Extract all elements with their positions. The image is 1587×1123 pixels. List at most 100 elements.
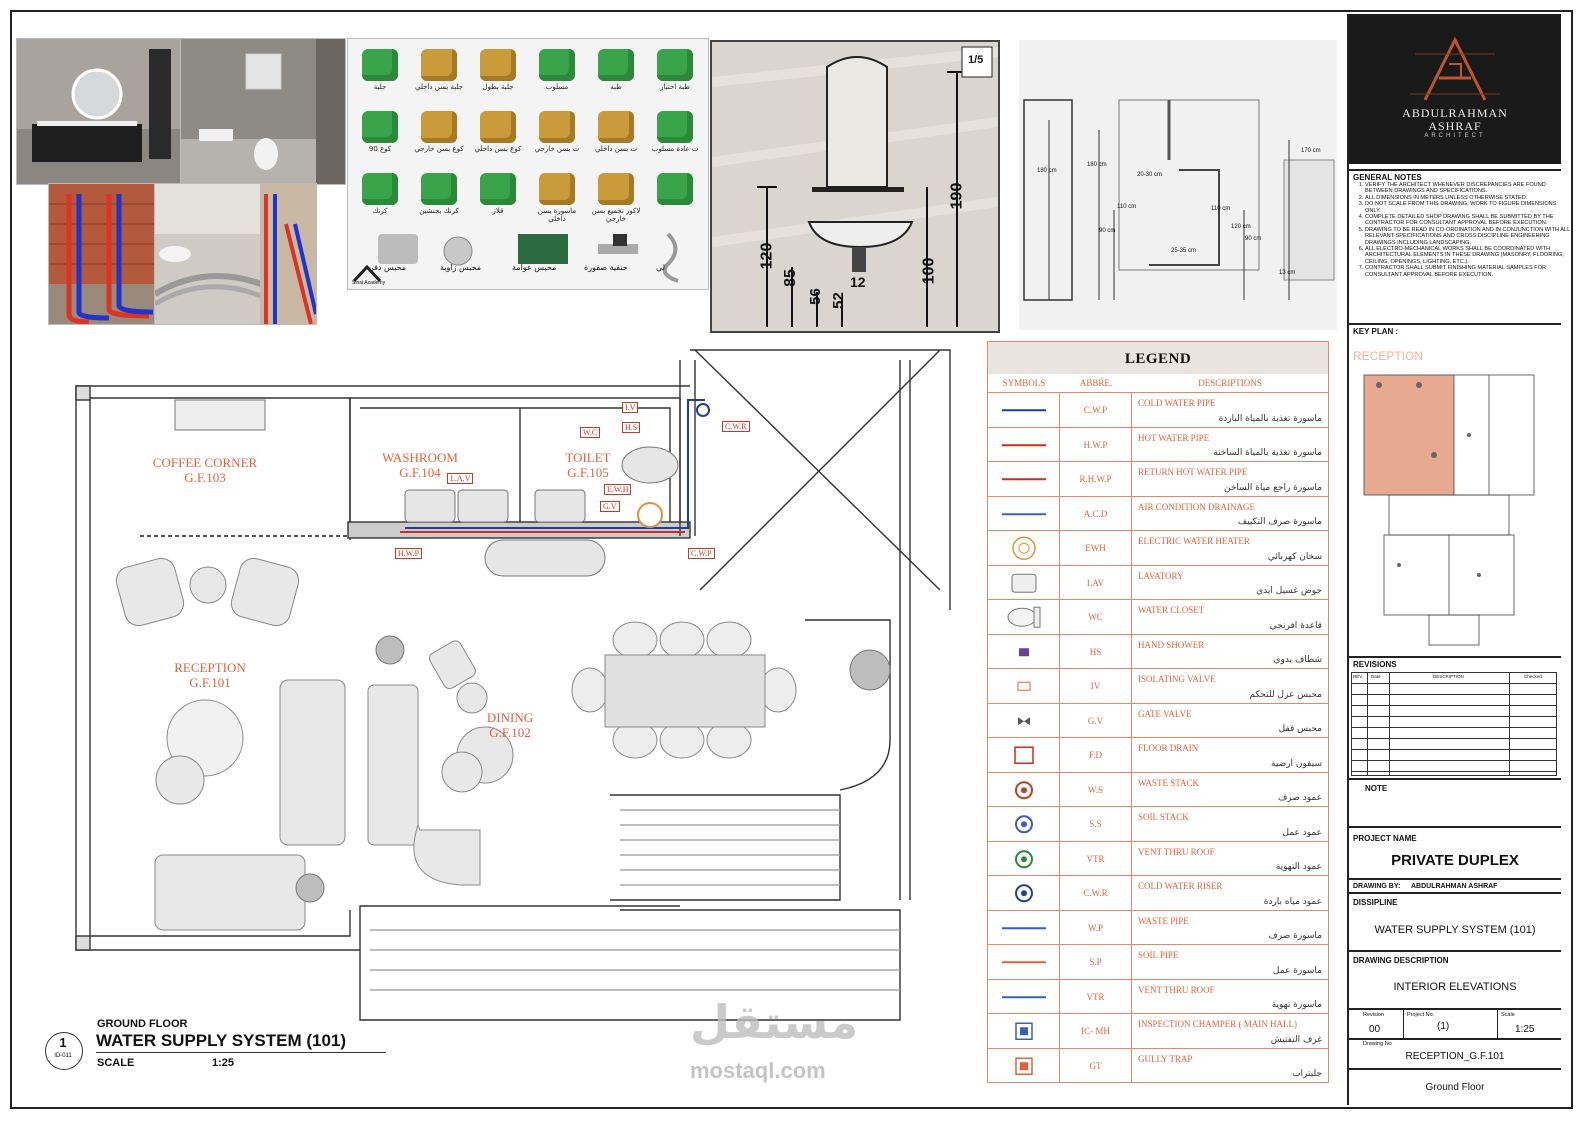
legend-desc-en: GULLY TRAP [1138, 1053, 1193, 1064]
valve-label: لي [656, 263, 666, 272]
elev-dim-85: 85 [781, 269, 799, 287]
legend-abbr: S.P [1060, 945, 1132, 980]
room-name: COFFEE CORNER [152, 455, 258, 470]
project-no-value: (1) [1437, 1021, 1450, 1032]
pipe-fitting [649, 167, 701, 221]
tag-cwp: C.W.P [688, 548, 715, 559]
revision-col-divider-1 [1403, 1010, 1404, 1040]
access-dim-11: 13 cm [1279, 270, 1296, 276]
rev-header-rev: REV. [1353, 674, 1364, 679]
revision-col-label: Revision [1363, 1012, 1385, 1018]
access-dim-9: 25-35 cm [1171, 248, 1197, 254]
key-plan-drawing [1363, 374, 1535, 646]
legend-abbr: HS [1060, 634, 1132, 669]
legend-symbol-cell [988, 634, 1060, 669]
drawing-number: 1 [59, 1035, 67, 1050]
legend-desc-ar: عمود التهوية [1275, 862, 1322, 872]
valve-label: محبس دفن [368, 263, 407, 272]
drawing-description-value: INTERIOR ELEVATIONS [1393, 981, 1517, 993]
legend-abbr: F.D [1060, 738, 1132, 773]
general-note: DRAWING TO BE READ IN CO-ORDINATION AND … [1365, 227, 1570, 246]
legend-abbr: WC [1060, 600, 1132, 635]
watermark-arabic: مستقل [690, 995, 859, 1049]
fitting-label: ت بسن خارجي [534, 145, 580, 153]
legend-abbr: VTR [1060, 979, 1132, 1014]
legend-abbr: S.S [1060, 807, 1132, 842]
tag-wc: W.C [580, 427, 601, 438]
room-code: G.F.103 [184, 470, 226, 485]
elev-dim-190: 190 [948, 182, 966, 210]
rev-header-checked: Checked [1524, 674, 1542, 679]
legend-symbol-cell [988, 703, 1060, 738]
ewh-symbol-icon [1012, 536, 1036, 560]
legend-abbr: C.W.P [1060, 393, 1132, 428]
legend-desc-en: ISOLATING VALVE [1138, 674, 1216, 684]
fitting-icon [598, 111, 634, 143]
plumbing-photo-1 [48, 183, 156, 325]
legend-abbr: R.H.W.P [1060, 462, 1132, 497]
drawing-title-underline [96, 1052, 386, 1053]
legend-abbr: W.S [1060, 772, 1132, 807]
logo-sub: ARCHITECT [1424, 133, 1486, 139]
fitting-icon [362, 111, 398, 143]
legend-abbr: VTR [1060, 841, 1132, 876]
line-symbol-icon [1002, 995, 1046, 998]
note-section: NOTE [1349, 778, 1561, 828]
fitting-label: كرنك بجنشين [419, 207, 459, 215]
legend-symbol-cell [988, 1014, 1060, 1049]
legend-desc-en: ELECTRIC WATER HEATER [1138, 536, 1250, 546]
legend-desc-en: HAND SHOWER [1138, 639, 1205, 650]
legend-abbr: EWH [1060, 531, 1132, 566]
fitting-label: كرنك [372, 207, 388, 215]
access-dim-8: 90 cm [1245, 236, 1262, 242]
legend-desc-ar: حوض غسيل ايدي [1256, 586, 1322, 596]
logo-panel: ABDULRAHMAN ASHRAF ARCHITECT [1349, 14, 1561, 164]
line-symbol-icon [1002, 512, 1046, 515]
fitting-icon [539, 111, 575, 143]
pipe-fitting: ت عادة مسلوب [649, 105, 701, 159]
fitting-label: طبة [610, 83, 622, 91]
room-coffee-corner: COFFEE CORNER G.F.103 [140, 455, 270, 485]
general-note: VERIFY THE ARCHITECT WHENEVER DISCREPANC… [1365, 182, 1570, 195]
scale-value: 1:25 [212, 1057, 235, 1069]
access-dim-2: 180 cm [1087, 162, 1107, 168]
legend-symbol-cell [988, 876, 1060, 911]
ring-symbol-icon [1015, 849, 1033, 868]
floor-plan [75, 349, 951, 1021]
title-block: ABDULRAHMAN ASHRAF ARCHITECT GENERAL NOT… [1347, 14, 1570, 1105]
pipe-fitting: لاكور تجميع بسن خارجي [590, 167, 642, 223]
legend-abbr: C.W.R [1060, 876, 1132, 911]
gv-symbol-icon [1018, 716, 1030, 725]
legend-abbr: A.C.D [1060, 496, 1132, 531]
scale-col-label: Scale [1501, 1012, 1515, 1018]
key-plan-label: KEY PLAN : [1353, 327, 1399, 336]
legend-desc-en: WASTE PIPE [1138, 915, 1189, 926]
tag-cwr: C.W.R [722, 421, 750, 432]
sq-symbol-icon [1015, 1057, 1033, 1075]
line-symbol-icon [1002, 926, 1046, 929]
legend-desc-ar: سيفون ارضية [1271, 758, 1322, 769]
access-dim-5: 90 cm [1099, 228, 1116, 234]
legend-symbol-cell [988, 807, 1060, 842]
legend-desc-ar: محبس عزل للتحكم [1249, 689, 1322, 700]
fitting-label: لاكور تجميع بسن خارجي [591, 207, 641, 223]
general-note: ALL ELECTRO-MECHANICAL WORKS SHALL BE CO… [1365, 246, 1570, 265]
pipe-fitting: طبة [590, 43, 642, 97]
fitting-icon [480, 49, 516, 81]
pipe-fitting: كوع بسن خارجي [413, 105, 465, 159]
